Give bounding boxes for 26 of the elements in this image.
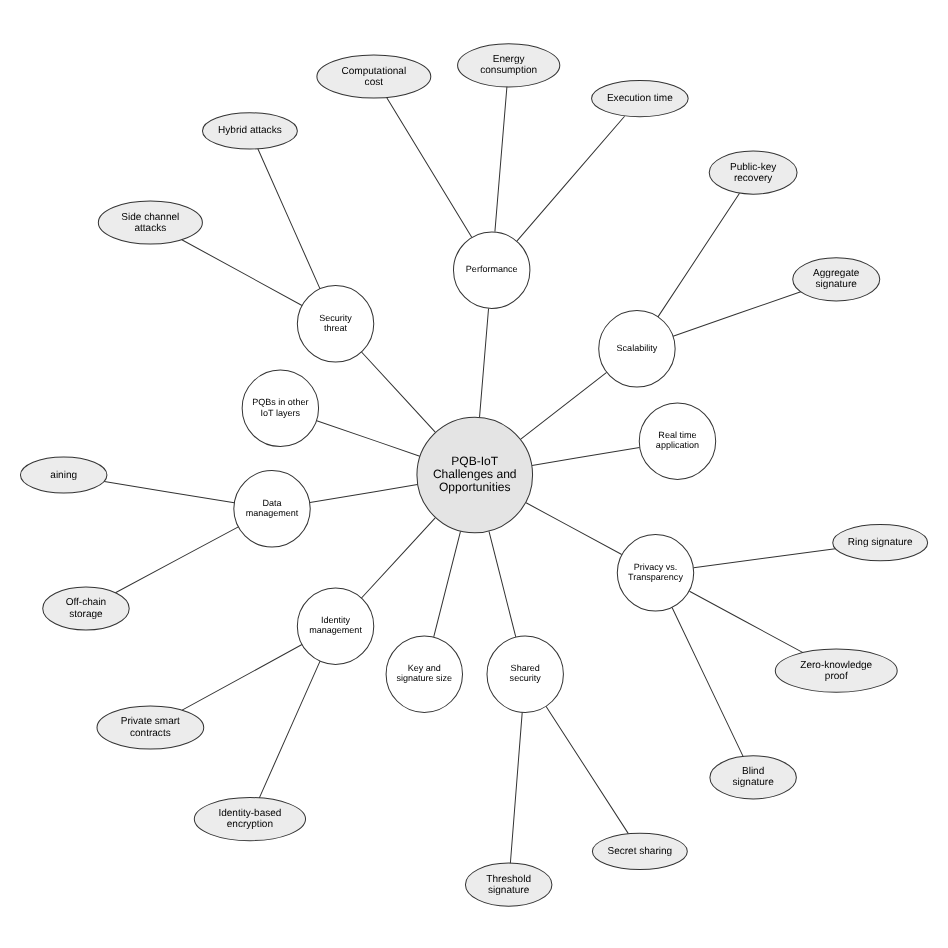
connector	[361, 350, 436, 432]
connector	[361, 516, 436, 598]
connector	[181, 238, 303, 305]
connector	[316, 419, 421, 456]
connector	[114, 525, 239, 593]
connector	[671, 606, 744, 757]
connector	[494, 85, 508, 232]
connector	[520, 370, 608, 439]
connector	[531, 446, 641, 465]
connector	[657, 191, 741, 317]
connector	[257, 147, 321, 289]
connector	[689, 589, 804, 653]
connector	[672, 290, 802, 336]
connector	[545, 704, 629, 834]
connector	[181, 643, 303, 710]
connector	[479, 307, 490, 417]
connector	[386, 96, 473, 237]
connector	[103, 480, 235, 503]
connector	[509, 710, 523, 863]
connector	[488, 529, 517, 637]
connector	[258, 659, 321, 798]
connector	[309, 483, 418, 502]
connector	[693, 547, 836, 568]
connector	[516, 114, 626, 241]
connector	[525, 501, 623, 555]
connector	[433, 529, 461, 637]
